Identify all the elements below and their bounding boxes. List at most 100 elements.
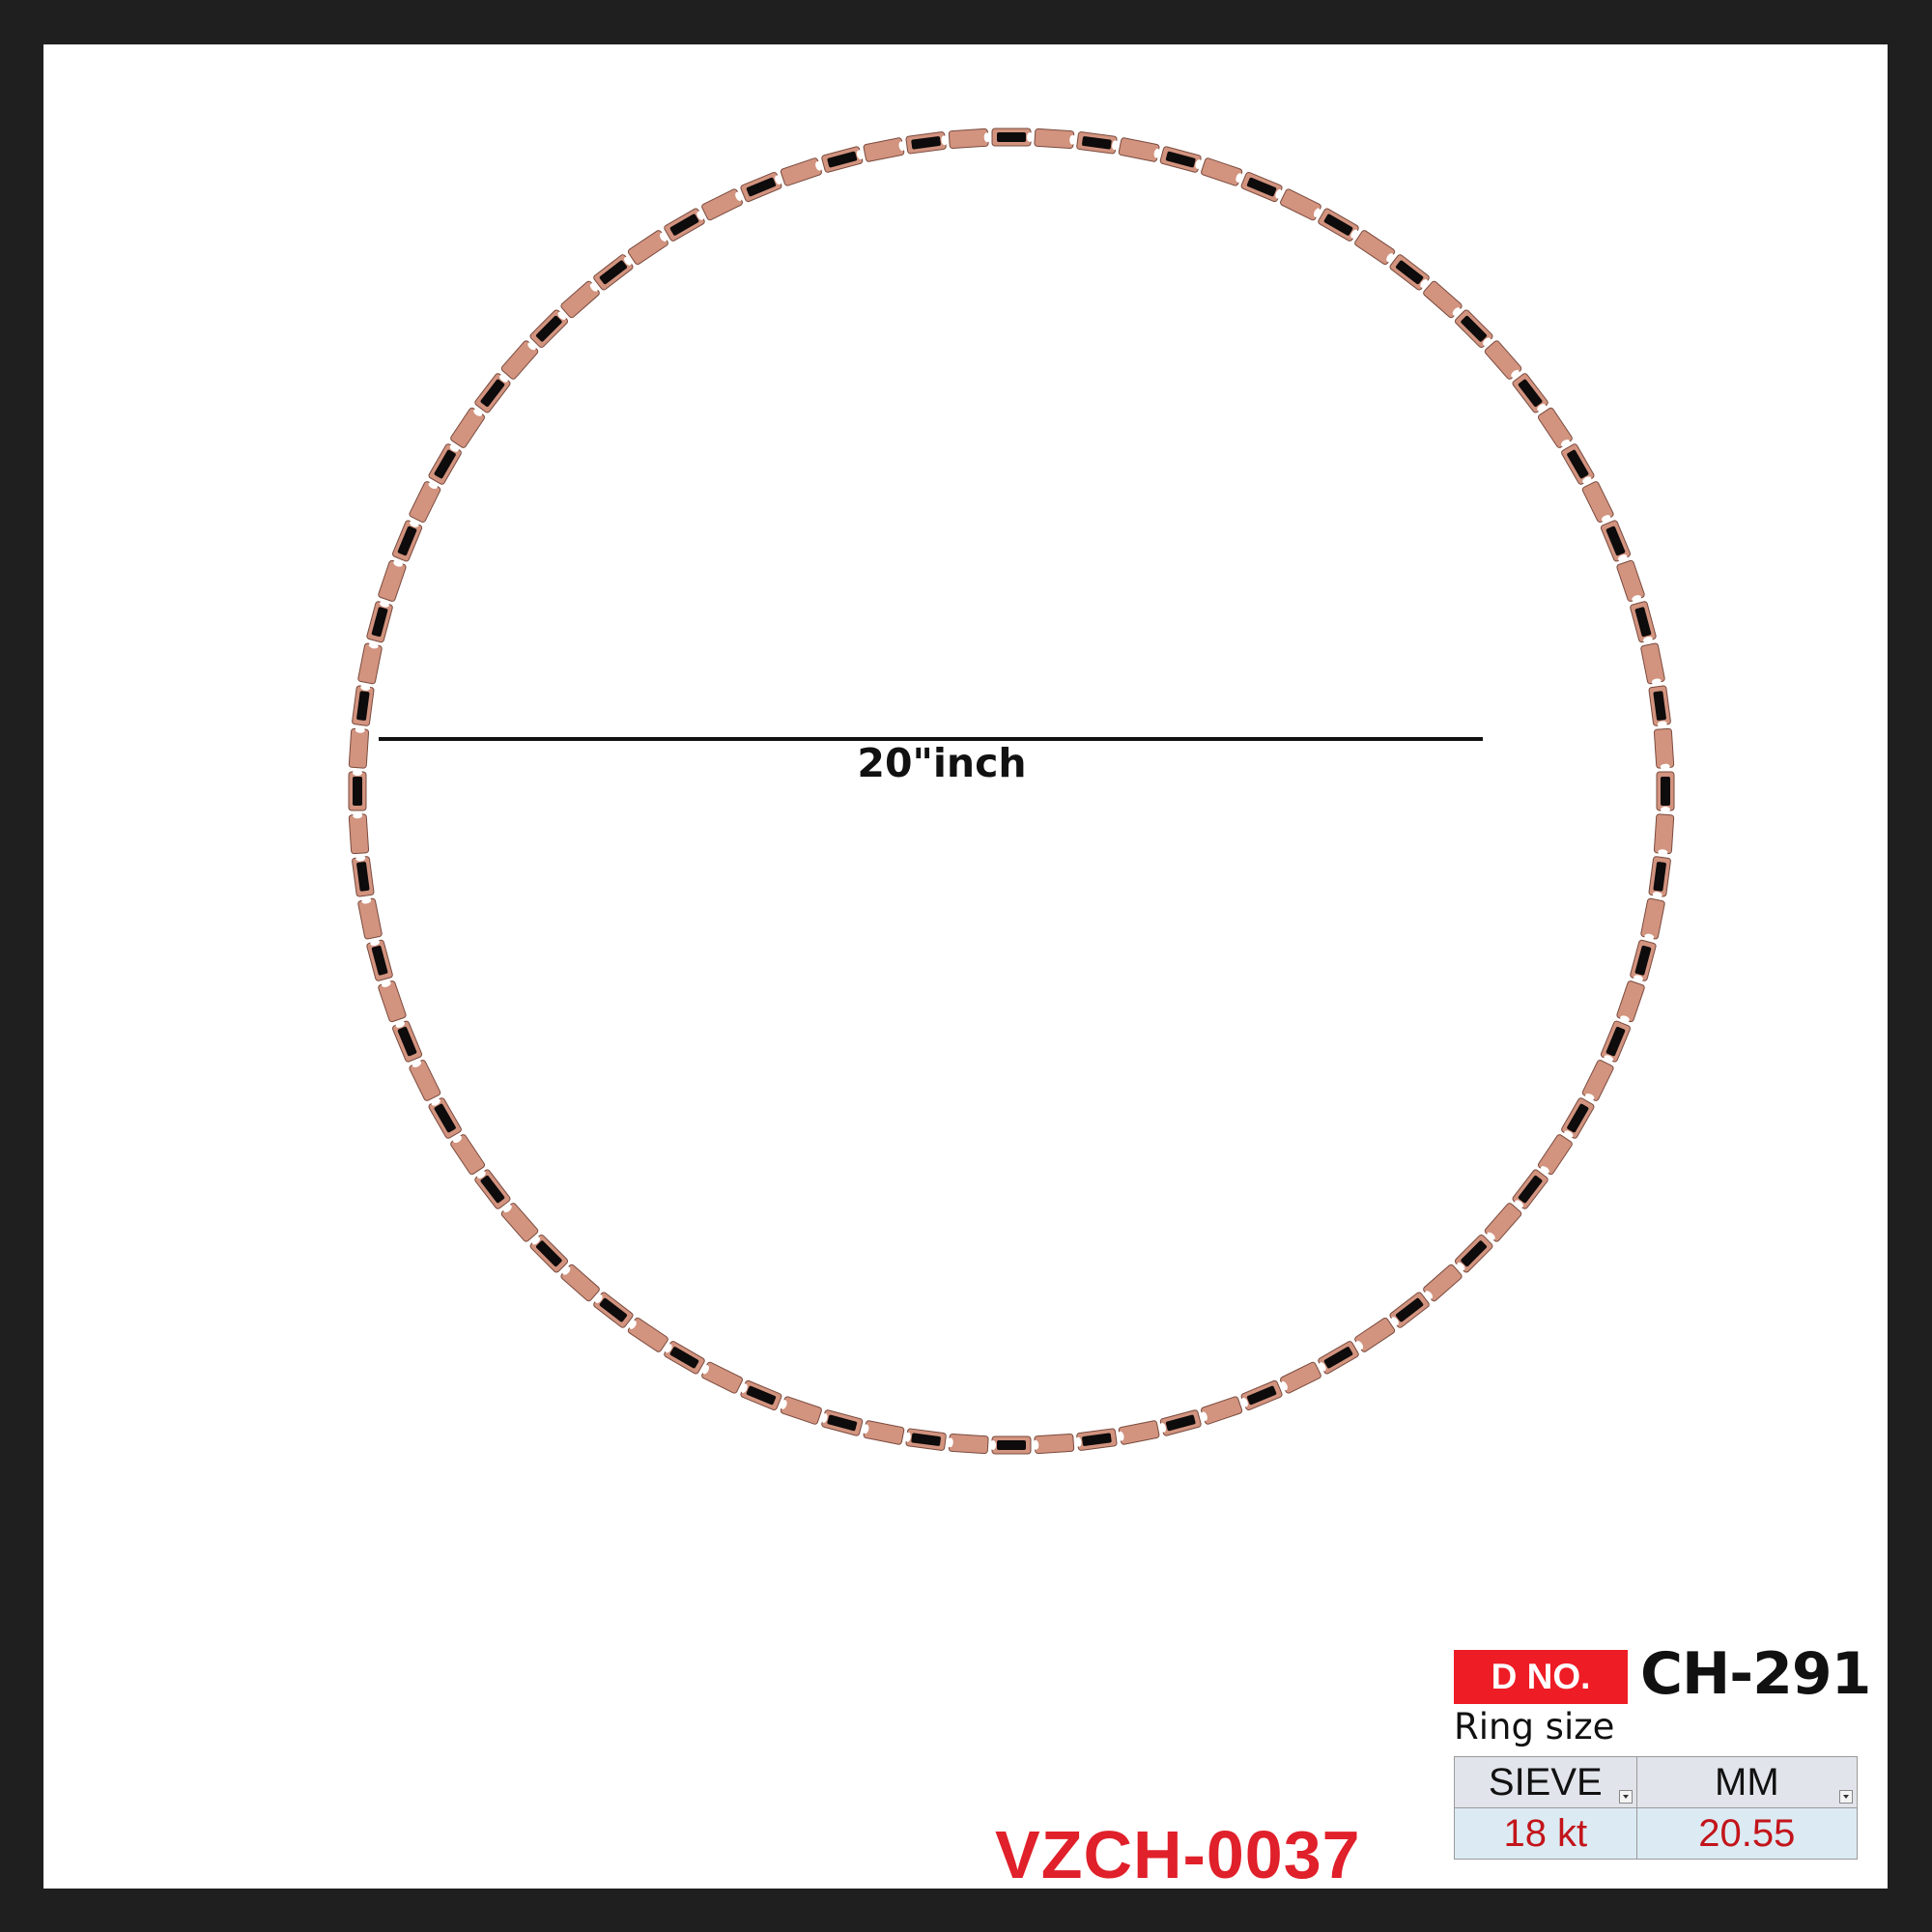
chain-link — [627, 230, 668, 266]
chain-link — [366, 939, 393, 981]
d-no-badge: D NO. — [1454, 1650, 1628, 1704]
chain-link — [1640, 642, 1665, 685]
chain-link — [1423, 280, 1463, 319]
chain-link — [1537, 407, 1573, 448]
ring-size-label: Ring size — [1454, 1706, 1615, 1747]
chain-link — [1280, 188, 1321, 221]
chain-link — [357, 642, 383, 685]
chain-link — [391, 520, 423, 562]
chain-link — [1537, 1134, 1573, 1176]
chain-link — [1240, 171, 1283, 203]
chain-link — [450, 407, 486, 448]
chain-link — [1423, 1264, 1463, 1302]
chain-link — [821, 1409, 864, 1436]
chain-link — [409, 481, 441, 523]
chain-link — [821, 146, 864, 173]
chain-link — [391, 1020, 423, 1063]
chain-link — [1389, 254, 1430, 291]
d-no-value: CH-291 — [1640, 1640, 1871, 1708]
chain-link — [378, 980, 407, 1023]
size-table-value-row: 18 kt 20.55 — [1454, 1807, 1859, 1860]
chain-link — [428, 443, 462, 485]
chain-link — [409, 1060, 441, 1101]
chain-link — [1118, 137, 1160, 162]
chain-link — [1512, 373, 1548, 413]
chain-link — [474, 1169, 511, 1209]
chain-link — [1512, 1169, 1548, 1209]
chain-link — [1454, 1234, 1493, 1273]
chain-link — [1581, 481, 1614, 523]
chain-link — [948, 128, 990, 150]
chain-link — [500, 340, 539, 380]
mm-header[interactable]: MM — [1635, 1756, 1859, 1808]
chain-link — [378, 559, 407, 602]
chain-link — [664, 208, 705, 242]
chain-link — [1653, 813, 1675, 856]
chain-link — [1159, 146, 1202, 173]
chain-link — [529, 1234, 569, 1273]
chain-link — [1630, 601, 1657, 643]
filter-dropdown-icon[interactable] — [1618, 1790, 1633, 1804]
chain-link — [863, 137, 905, 162]
chain-link — [348, 770, 367, 811]
chain-link — [1561, 443, 1595, 485]
size-table-header-row: SIEVE MM — [1454, 1756, 1859, 1808]
chain-link — [1656, 771, 1675, 812]
design-code: VZCH-0037 — [995, 1817, 1361, 1892]
chain-link — [474, 373, 511, 413]
chain-link — [1318, 208, 1359, 242]
chain-link — [500, 1203, 539, 1242]
chain-link — [701, 1361, 743, 1394]
necklace-drawing — [348, 128, 1675, 1455]
chain-link — [1561, 1097, 1595, 1139]
chain-link — [863, 1420, 905, 1445]
chain-link — [627, 1317, 668, 1352]
chain-link — [1653, 727, 1675, 770]
chain-link — [701, 188, 743, 221]
sieve-header-text: SIEVE — [1488, 1760, 1603, 1804]
chain-link — [1159, 1409, 1202, 1436]
chain-link — [1484, 1203, 1522, 1242]
chain-link — [905, 131, 948, 155]
mm-value: 20.55 — [1635, 1807, 1859, 1860]
chain-link — [529, 309, 569, 349]
chain-link — [1454, 309, 1493, 349]
chain-link — [1318, 1341, 1359, 1375]
sieve-value: 18 kt — [1454, 1807, 1637, 1860]
chain-link — [904, 1428, 947, 1451]
chain-link — [428, 1097, 462, 1139]
diameter-label: 20"inch — [857, 740, 1027, 786]
chain-link — [990, 1435, 1032, 1455]
chain-link — [357, 897, 383, 940]
chain-link — [740, 171, 782, 203]
chain-link — [366, 601, 393, 643]
chain-link — [947, 1433, 989, 1455]
chain-link — [1648, 685, 1671, 727]
chain-link — [348, 812, 370, 855]
necklace-chain — [348, 128, 1675, 1455]
chain-link — [740, 1379, 782, 1411]
chain-link — [560, 1264, 600, 1302]
filter-dropdown-icon[interactable] — [1839, 1790, 1853, 1804]
chain-link — [1076, 131, 1119, 155]
sieve-header[interactable]: SIEVE — [1454, 1756, 1637, 1808]
chain-link — [1648, 856, 1671, 898]
chain-link — [1034, 128, 1076, 150]
chain-link — [352, 855, 375, 897]
chain-link — [780, 1396, 822, 1425]
chain-link — [1581, 1060, 1614, 1101]
chain-link — [780, 157, 822, 186]
chain-link — [348, 726, 370, 769]
chain-link — [1075, 1428, 1118, 1451]
chain-link — [1033, 1433, 1075, 1455]
chain-link — [593, 254, 634, 291]
chain-link — [1484, 340, 1522, 380]
chain-link — [1616, 980, 1645, 1023]
mm-header-text: MM — [1715, 1760, 1779, 1804]
chain-link — [1354, 230, 1396, 266]
chain-link — [1640, 897, 1665, 940]
chain-link — [1240, 1379, 1283, 1411]
chain-link — [1389, 1292, 1430, 1328]
chain-link — [450, 1134, 486, 1176]
chain-link — [593, 1292, 634, 1328]
